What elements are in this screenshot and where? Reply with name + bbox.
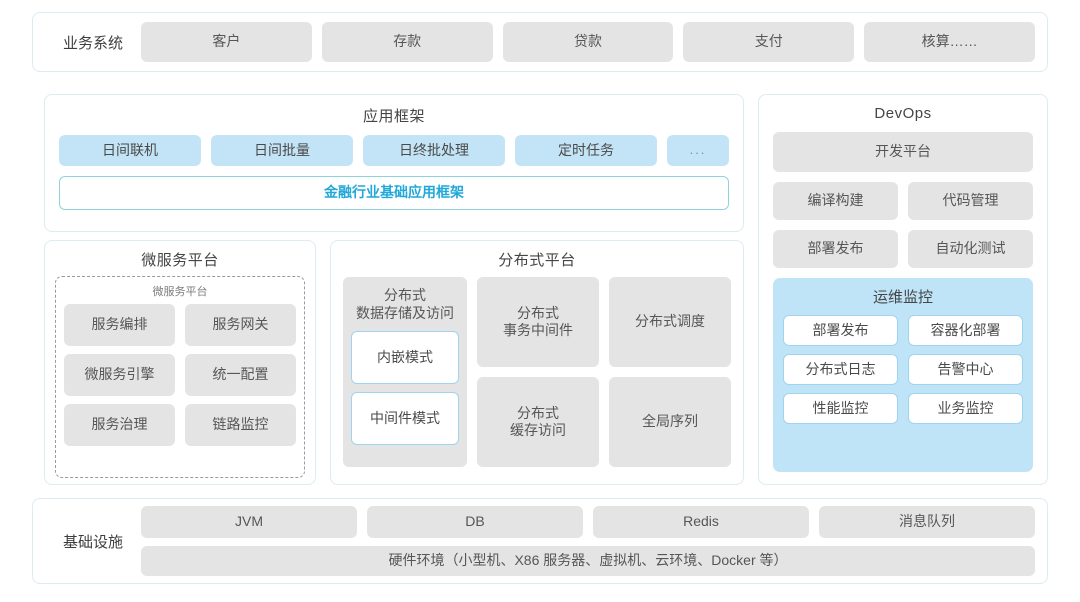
- microservice-item[interactable]: 服务治理: [64, 404, 175, 446]
- business-systems-label: 业务系统: [62, 34, 123, 52]
- microservice-platform-inner-box: 微服务平台 服务编排 服务网关 微服务引擎 统一配置 服务治理 链路监控: [55, 276, 305, 478]
- storage-mode-embedded[interactable]: 内嵌模式: [351, 331, 459, 385]
- business-systems-panel: 业务系统 客户 存款 贷款 支付 核算……: [32, 12, 1048, 72]
- devops-item[interactable]: 编译构建: [773, 182, 898, 220]
- infrastructure-label: 基础设施: [62, 533, 123, 551]
- distributed-card[interactable]: 分布式调度: [609, 277, 731, 367]
- ops-monitoring-item[interactable]: 业务监控: [908, 393, 1023, 424]
- microservice-item[interactable]: 服务编排: [64, 304, 175, 346]
- hardware-environment-card[interactable]: 硬件环境（小型机、X86 服务器、虚拟机、云环境、Docker 等）: [141, 546, 1035, 576]
- distributed-storage-card[interactable]: 分布式 数据存储及访问 内嵌模式 中间件模式: [343, 277, 467, 467]
- app-framework-chip-more[interactable]: ...: [667, 135, 729, 166]
- distributed-card-line2: 缓存访问: [510, 422, 566, 438]
- ops-monitoring-grid: 部署发布 容器化部署 分布式日志 告警中心 性能监控 业务监控: [783, 315, 1023, 424]
- microservice-platform-title: 微服务平台: [141, 252, 219, 269]
- infrastructure-item[interactable]: Redis: [593, 506, 809, 538]
- ops-monitoring-item[interactable]: 部署发布: [783, 315, 898, 346]
- infrastructure-items-row: JVM DB Redis 消息队列: [141, 506, 1035, 538]
- microservice-item[interactable]: 统一配置: [185, 354, 296, 396]
- microservice-platform-inner-label: 微服务平台: [152, 286, 208, 298]
- distributed-platform-title: 分布式平台: [498, 252, 576, 269]
- distributed-cards-grid: 分布式 事务中间件 分布式调度 分布式 缓存访问 全局序列: [477, 277, 731, 467]
- business-system-item[interactable]: 支付: [683, 22, 855, 62]
- infrastructure-panel: 基础设施 JVM DB Redis 消息队列 硬件环境（小型机、X86 服务器、…: [32, 498, 1048, 584]
- distributed-card-line1: 分布式调度: [635, 313, 705, 330]
- microservice-item[interactable]: 微服务引擎: [64, 354, 175, 396]
- devops-panel: DevOps 开发平台 编译构建 代码管理 部署发布 自动化测试 运维监控 部署…: [758, 94, 1048, 485]
- distributed-platform-panel: 分布式平台 分布式 数据存储及访问 内嵌模式 中间件模式 分布式 事务中间件: [330, 240, 744, 485]
- app-framework-chip[interactable]: 日间批量: [211, 135, 353, 166]
- devops-items-grid: 编译构建 代码管理 部署发布 自动化测试: [773, 182, 1033, 268]
- microservice-item[interactable]: 服务网关: [185, 304, 296, 346]
- distributed-card-line1: 全局序列: [642, 413, 698, 430]
- distributed-storage-title: 分布式 数据存储及访问: [351, 286, 459, 322]
- ops-monitoring-title: 运维监控: [872, 289, 933, 306]
- infrastructure-item[interactable]: 消息队列: [819, 506, 1035, 538]
- application-framework-title: 应用框架: [362, 108, 425, 125]
- application-framework-panel: 应用框架 日间联机 日间批量 日终批处理 定时任务 ... 金融行业基础应用框架: [44, 94, 744, 232]
- business-system-item[interactable]: 核算……: [864, 22, 1035, 62]
- distributed-card-line1: 分布式: [517, 304, 559, 321]
- application-framework-chips: 日间联机 日间批量 日终批处理 定时任务 ...: [59, 135, 729, 166]
- ops-monitoring-block: 运维监控 部署发布 容器化部署 分布式日志 告警中心 性能监控 业务监控: [773, 278, 1033, 472]
- microservice-item[interactable]: 链路监控: [185, 404, 296, 446]
- distributed-card[interactable]: 分布式 事务中间件: [477, 277, 599, 367]
- distributed-card-line2: 事务中间件: [503, 322, 573, 338]
- base-framework-card[interactable]: 金融行业基础应用框架: [59, 176, 729, 210]
- distributed-storage-title-line2: 数据存储及访问: [356, 305, 454, 322]
- app-framework-chip[interactable]: 日间联机: [59, 135, 201, 166]
- storage-mode-middleware[interactable]: 中间件模式: [351, 392, 459, 446]
- infrastructure-item[interactable]: JVM: [141, 506, 357, 538]
- business-system-item[interactable]: 存款: [321, 22, 493, 62]
- app-framework-chip[interactable]: 日终批处理: [363, 135, 505, 166]
- distributed-platform-body: 分布式 数据存储及访问 内嵌模式 中间件模式 分布式 事务中间件 分布式调度: [343, 277, 731, 467]
- ops-monitoring-item[interactable]: 性能监控: [783, 393, 898, 424]
- microservice-platform-grid: 服务编排 服务网关 微服务引擎 统一配置 服务治理 链路监控: [64, 304, 296, 446]
- business-systems-items: 客户 存款 贷款 支付 核算……: [141, 22, 1035, 62]
- distributed-card[interactable]: 全局序列: [609, 377, 731, 467]
- infrastructure-item[interactable]: DB: [367, 506, 583, 538]
- devops-platform-card[interactable]: 开发平台: [773, 132, 1033, 172]
- distributed-storage-title-line1: 分布式: [384, 287, 426, 303]
- ops-monitoring-item[interactable]: 告警中心: [908, 354, 1023, 385]
- devops-item[interactable]: 代码管理: [908, 182, 1033, 220]
- app-framework-chip[interactable]: 定时任务: [515, 135, 657, 166]
- devops-item[interactable]: 自动化测试: [908, 230, 1033, 268]
- distributed-card[interactable]: 分布式 缓存访问: [477, 377, 599, 467]
- distributed-card-line1: 分布式: [517, 404, 559, 421]
- microservice-platform-panel: 微服务平台 微服务平台 服务编排 服务网关 微服务引擎 统一配置 服务治理 链路…: [44, 240, 316, 485]
- business-system-item[interactable]: 贷款: [502, 22, 674, 62]
- devops-item[interactable]: 部署发布: [773, 230, 898, 268]
- infrastructure-content: JVM DB Redis 消息队列 硬件环境（小型机、X86 服务器、虚拟机、云…: [141, 506, 1035, 576]
- business-system-item[interactable]: 客户: [141, 22, 312, 62]
- ops-monitoring-item[interactable]: 容器化部署: [908, 315, 1023, 346]
- devops-title: DevOps: [874, 105, 932, 122]
- ops-monitoring-item[interactable]: 分布式日志: [783, 354, 898, 385]
